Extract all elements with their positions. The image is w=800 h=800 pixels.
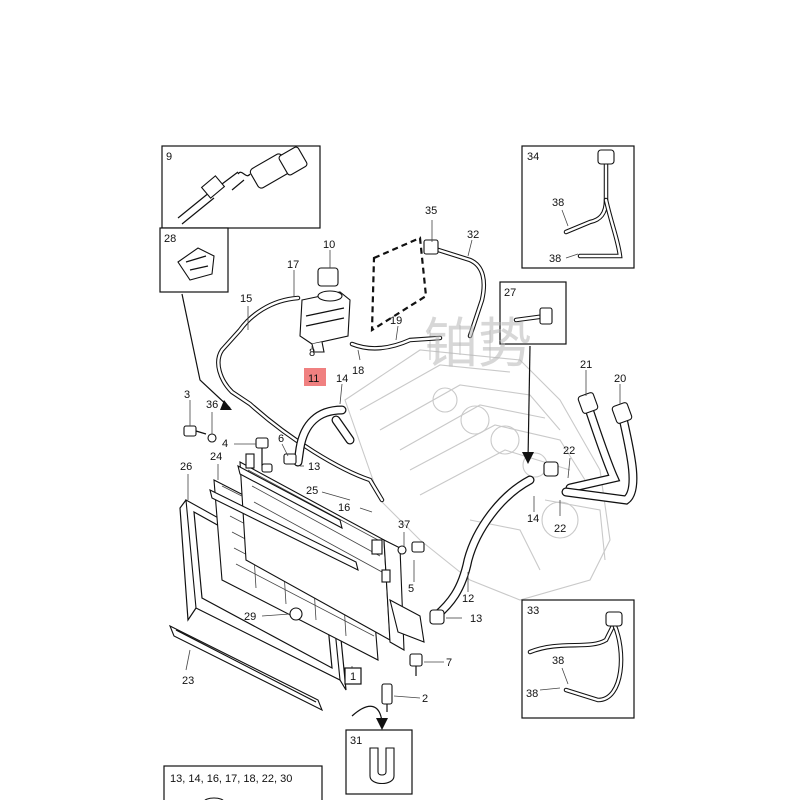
callout-34: 34: [527, 151, 539, 163]
footer-text: 13, 14, 16, 17, 18, 22, 30: [170, 773, 292, 785]
callout-33: 33: [527, 605, 539, 617]
dashed-routing-loop: [370, 236, 428, 333]
callout-19: 19: [390, 315, 402, 327]
inset-box-28: 28: [159, 227, 232, 410]
inset-box-27: 27: [499, 281, 567, 464]
callout-box-1: 1: [344, 667, 362, 685]
callout-35: 35: [425, 205, 437, 217]
callout-13a: 13: [308, 461, 320, 473]
expansion-tank: [299, 267, 351, 353]
leader-lines: [185, 220, 621, 699]
callout-16: 16: [338, 502, 350, 514]
callout-10: 10: [323, 239, 335, 251]
callout-11: 11: [308, 373, 319, 385]
callout-28: 28: [164, 233, 176, 245]
callout-38d: 38: [526, 688, 538, 700]
callout-13b: 13: [470, 613, 482, 625]
callout-21: 21: [580, 359, 592, 371]
engine-block-outline: [344, 325, 611, 601]
callout-3: 3: [184, 389, 190, 401]
footer-box: 13, 14, 16, 17, 18, 22, 30: [163, 765, 323, 800]
callout-38a: 38: [552, 197, 564, 209]
callout-38c: 38: [552, 655, 564, 667]
callout-36: 36: [206, 399, 218, 411]
fasteners: [183, 425, 425, 712]
callout-labels: 35 32 10 17 15 8 19 18 21 20 11 14 3 36 …: [180, 205, 626, 705]
callout-15: 15: [240, 293, 252, 305]
callout-37: 37: [398, 519, 410, 531]
callout-5: 5: [408, 583, 414, 595]
callout-7: 7: [446, 657, 452, 669]
highlight-box-11: [304, 368, 326, 386]
callout-25: 25: [306, 485, 318, 497]
callout-14b: 14: [527, 513, 539, 525]
callout-32: 32: [467, 229, 479, 241]
callout-8: 8: [309, 347, 315, 359]
callout-17: 17: [287, 259, 299, 271]
inset-box-31: 31: [345, 705, 413, 795]
callout-38b: 38: [549, 253, 561, 265]
callout-20: 20: [614, 373, 626, 385]
callout-24: 24: [210, 451, 222, 463]
hoses-20-21: [543, 392, 638, 505]
callout-1: 1: [350, 671, 356, 683]
hose-11: [293, 405, 355, 467]
callout-22a: 22: [563, 445, 575, 457]
callout-26: 26: [180, 461, 192, 473]
hose-12: [429, 475, 535, 625]
callout-12: 12: [462, 593, 474, 605]
hose-32: [423, 239, 487, 339]
watermark: 铂势: [424, 312, 532, 375]
radiator-assembly: [168, 461, 425, 712]
inset-box-33: 33 38 38: [521, 599, 635, 719]
callout-6: 6: [278, 433, 284, 445]
callout-23: 23: [182, 675, 194, 687]
callout-18: 18: [352, 365, 364, 377]
callout-2: 2: [422, 693, 428, 705]
callout-4: 4: [222, 438, 228, 450]
callout-9: 9: [166, 151, 172, 163]
callout-27: 27: [504, 287, 516, 299]
hose-19: [349, 335, 443, 351]
pipe-15: [216, 295, 385, 503]
callout-31: 31: [350, 735, 362, 747]
callout-22b: 22: [554, 523, 566, 535]
inset-box-9: 9: [161, 145, 321, 229]
callout-29: 29: [244, 611, 256, 623]
inset-box-34: 34 38 38: [521, 145, 635, 269]
callout-14a: 14: [336, 373, 348, 385]
